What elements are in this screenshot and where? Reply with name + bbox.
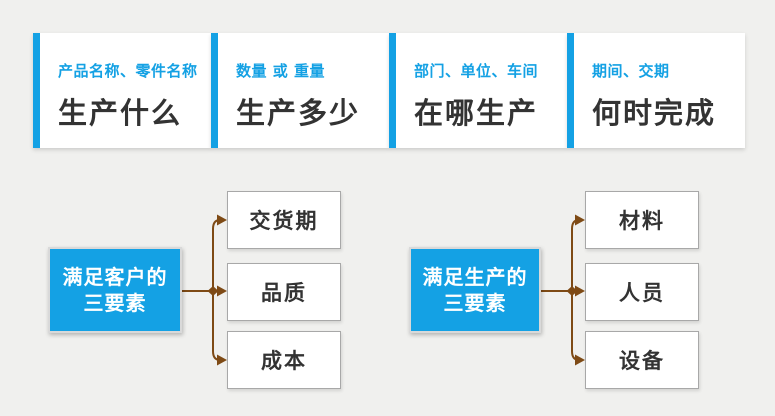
connector-line-down [212, 291, 221, 361]
card-when-to-complete: 期间、交期 何时完成 [567, 33, 745, 148]
card-subtitle: 产品名称、零件名称 [58, 62, 198, 80]
card-subtitle: 数量 或 重量 [236, 62, 325, 80]
arrow-right-icon [217, 285, 227, 297]
source-box-production-elements: 满足生产的 三要素 [409, 247, 541, 333]
arrow-right-icon [575, 354, 585, 366]
production-three-elements-diagram: 满足生产的 三要素 材料 人员 设备 [409, 191, 709, 390]
target-box-personnel: 人员 [585, 263, 699, 321]
source-box-line2: 三要素 [83, 291, 147, 315]
card-title: 生产什么 [58, 96, 183, 130]
arrow-right-icon [217, 214, 227, 226]
connector-line-down [571, 291, 580, 361]
source-box-line2: 三要素 [443, 291, 507, 315]
card-title: 何时完成 [592, 96, 717, 130]
card-what-to-produce: 产品名称、零件名称 生产什么 [33, 33, 211, 148]
card-subtitle: 期间、交期 [592, 62, 670, 80]
arrow-right-icon [575, 214, 585, 226]
target-box-quality: 品质 [227, 263, 341, 321]
card-title: 生产多少 [236, 96, 361, 130]
target-box-material: 材料 [585, 191, 699, 249]
arrow-right-icon [575, 285, 585, 297]
card-subtitle: 部门、单位、车间 [414, 62, 539, 80]
junction-diamond-icon [207, 286, 219, 296]
source-box-line1: 满足客户的 [62, 265, 168, 289]
source-box-customer-elements: 满足客户的 三要素 [48, 247, 182, 333]
junction-diamond-icon [566, 286, 578, 296]
connector-line-up [212, 219, 221, 291]
target-box-delivery-date: 交货期 [227, 191, 341, 249]
production-question-cards: 产品名称、零件名称 生产什么 数量 或 重量 生产多少 部门、单位、车间 在哪生… [33, 33, 745, 148]
card-where-to-produce: 部门、单位、车间 在哪生产 [389, 33, 567, 148]
target-box-equipment: 设备 [585, 331, 699, 389]
source-box-line1: 满足生产的 [422, 265, 528, 289]
target-box-cost: 成本 [227, 331, 341, 389]
customer-three-elements-diagram: 满足客户的 三要素 交货期 品质 成本 [48, 191, 348, 390]
arrow-right-icon [217, 354, 227, 366]
connector-line-up [571, 219, 580, 291]
card-title: 在哪生产 [414, 96, 539, 130]
card-how-much-to-produce: 数量 或 重量 生产多少 [211, 33, 389, 148]
